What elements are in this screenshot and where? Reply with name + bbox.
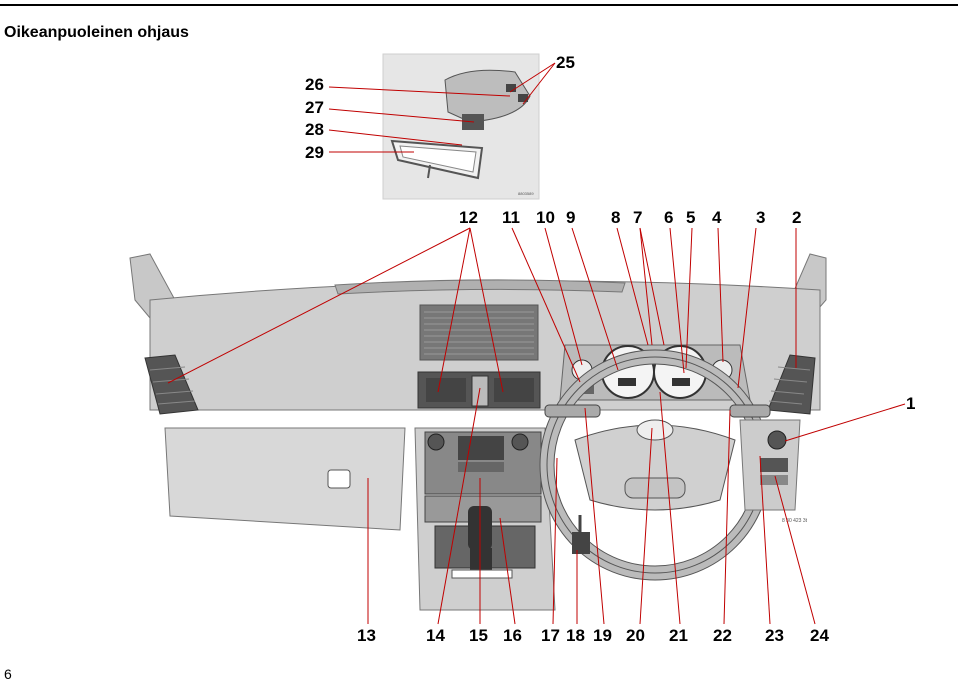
callout-5: 5 xyxy=(686,208,696,227)
callout-21: 21 xyxy=(669,626,688,645)
callout-27: 27 xyxy=(305,98,324,117)
callout-23: 23 xyxy=(765,626,784,645)
top-rule xyxy=(0,4,958,6)
callout-16: 16 xyxy=(503,626,522,645)
callout-26: 26 xyxy=(305,75,324,94)
callout-19: 19 xyxy=(593,626,612,645)
callout-25: 25 xyxy=(556,53,575,72)
page-number: 6 xyxy=(4,666,12,682)
callout-12: 12 xyxy=(459,208,478,227)
page-title: Oikeanpuoleinen ohjaus xyxy=(4,24,189,41)
callout-4: 4 xyxy=(712,208,722,227)
callout-18: 18 xyxy=(566,626,585,645)
callout-29: 29 xyxy=(305,143,324,162)
dash-figure-code: 8 30 423 3t xyxy=(782,518,808,524)
callout-13: 13 xyxy=(357,626,376,645)
callout-20: 20 xyxy=(626,626,645,645)
callout-14: 14 xyxy=(426,626,445,645)
callout-28: 28 xyxy=(305,120,324,139)
callout-9: 9 xyxy=(566,208,576,227)
callout-10: 10 xyxy=(536,208,555,227)
callout-17: 17 xyxy=(541,626,560,645)
callout-8: 8 xyxy=(611,208,621,227)
callout-6: 6 xyxy=(664,208,674,227)
callout-11: 11 xyxy=(502,208,520,227)
leader-lines xyxy=(167,62,906,625)
dashboard-drawing: 8 30 423 3t xyxy=(129,253,827,611)
callout-22: 22 xyxy=(713,626,732,645)
callout-2: 2 xyxy=(792,208,802,227)
callout-3: 3 xyxy=(756,208,766,227)
callout-15: 15 xyxy=(469,626,488,645)
mirror-inset: 8803589 xyxy=(382,53,540,200)
mirror-figure-code: 8803589 xyxy=(518,191,534,196)
callout-1: 1 xyxy=(906,394,916,413)
callout-7: 7 xyxy=(633,208,643,227)
callout-24: 24 xyxy=(810,626,829,645)
